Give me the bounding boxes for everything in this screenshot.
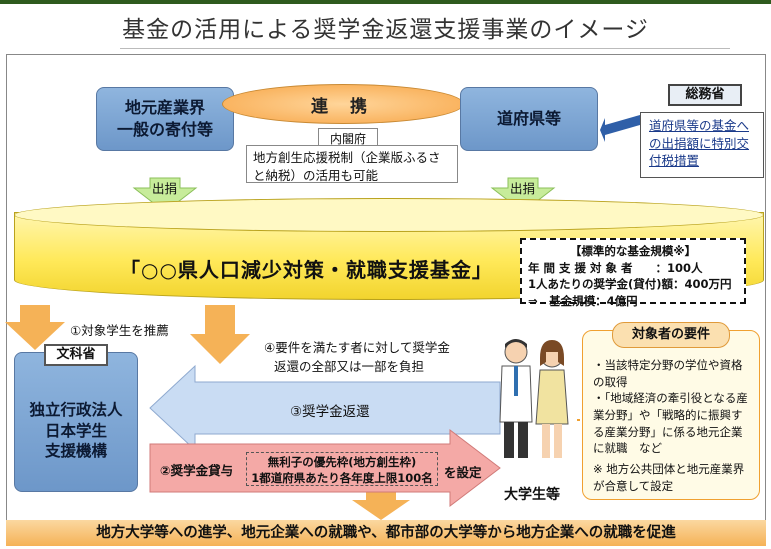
fund-name: 「○○県人口減少対策・就職支援基金」 [120, 258, 493, 282]
bottom-down-arrow [352, 490, 410, 520]
requirements-title: 対象者の要件 [612, 322, 730, 348]
requirements-box: ・当該特定分野の学位や資格の取得 ・「地域経済の牽引役となる産業分野」や「戦略的… [582, 330, 760, 500]
fund-cylinder-top [14, 198, 764, 232]
soumu-tag: 総務省 [668, 84, 742, 106]
step2-inner-line1: 無利子の優先枠(地方創生枠) [267, 455, 417, 469]
step2-arrow [149, 428, 501, 508]
step2-priority-box: 無利子の優先枠(地方創生枠) 1都道府県あたり各年度上限100名 [246, 452, 438, 486]
jasso-line1: 独立行政法人 [29, 400, 123, 419]
top-accent-bar [0, 0, 771, 4]
students-illustration [499, 339, 569, 458]
scale-line3: ⇒ 基金規模：4億円 [528, 294, 638, 309]
scale-line1: 年 間 支 援 対 象 者 ：100人 [528, 260, 703, 275]
local-industry-box: 地元産業界 一般の寄付等 [96, 87, 234, 151]
title-underline [120, 48, 730, 49]
renkei-ellipse: 連 携 [222, 84, 464, 124]
step2-inner-line2: 1都道府県あたり各年度上限100名 [251, 470, 433, 485]
naikaku-note: 地方創生応援税制（企業版ふるさと納税）の活用も可能 [246, 145, 458, 183]
soumu-note: 道府県等の基金への出捐額に特別交付税措置 [640, 112, 764, 178]
students-label: 大学生等 [504, 487, 560, 503]
prefecture-box: 道府県等 [460, 87, 598, 151]
req-item-2: ・「地域経済の牽引役となる産業分野」や「戦略的に振興する産業分野」に係る地元企業… [593, 391, 748, 456]
step3-arrow [149, 364, 501, 452]
shutsuen-left-label: 出捐 [152, 181, 178, 196]
soumu-arrow [600, 115, 640, 142]
step4-label-line2: 返還の全部又は一部を負担 [274, 359, 425, 374]
local-industry-line2: 一般の寄付等 [116, 120, 213, 139]
female-student-icon [535, 340, 569, 458]
local-industry-line1: 地元産業界 [124, 98, 205, 118]
step1-arrow [5, 305, 65, 350]
fund-scale-box: 【標準的な基金規模※】 年 間 支 援 対 象 者 ：100人 1人あたりの奨学… [520, 238, 746, 308]
shutsuen-right-label: 出捐 [510, 181, 536, 196]
step2-right-label: を設定 [444, 465, 482, 480]
step4-arrow [190, 305, 250, 364]
step4-label-line1: ④要件を満たす者に対して奨学金 [264, 340, 450, 355]
jasso-line3: 支援機構 [44, 442, 107, 461]
jasso-line2: 日本学生 [44, 421, 107, 440]
step3-label: ③奨学金返還 [290, 404, 370, 420]
male-student-icon [499, 339, 533, 458]
jasso-box: 独立行政法人 日本学生 支援機構 [14, 352, 138, 492]
req-note: ※ 地方公共団体と地元産業界が合意して設定 [593, 462, 745, 493]
step2-label: ②奨学金貸与 [160, 463, 234, 478]
scale-line2: 1人あたりの奨学金(貸付)額：400万円 [528, 277, 732, 292]
page-title: 基金の活用による奨学金返還支援事業のイメージ [122, 17, 649, 43]
step1-label: ①対象学生を推薦 [70, 323, 169, 338]
req-item-1: ・当該特定分野の学位や資格の取得 [593, 358, 743, 389]
bottom-goal-band: 地方大学等への進学、地元企業への就職や、都市部の大学等から地方企業への就職を促進 [6, 520, 766, 546]
scale-title: 【標準的な基金規模※】 [569, 244, 697, 258]
monka-tag: 文科省 [44, 344, 108, 366]
